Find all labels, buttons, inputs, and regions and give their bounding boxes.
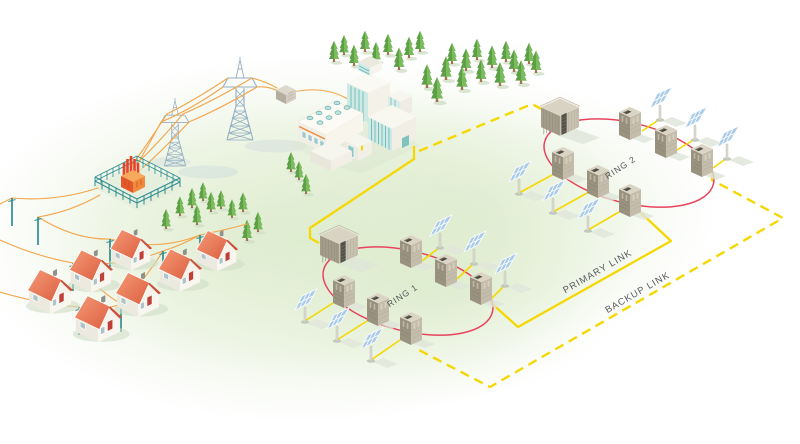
substation <box>91 155 184 210</box>
transformer-icon <box>121 156 145 193</box>
solar-panel <box>716 125 755 167</box>
pylon-shadows <box>149 139 307 179</box>
skylights <box>306 100 351 125</box>
primary-link-line <box>308 146 673 329</box>
distribution-transformer <box>276 85 296 104</box>
power-lines <box>130 77 363 173</box>
solar-panel <box>649 86 688 128</box>
commercial-building <box>290 56 420 173</box>
